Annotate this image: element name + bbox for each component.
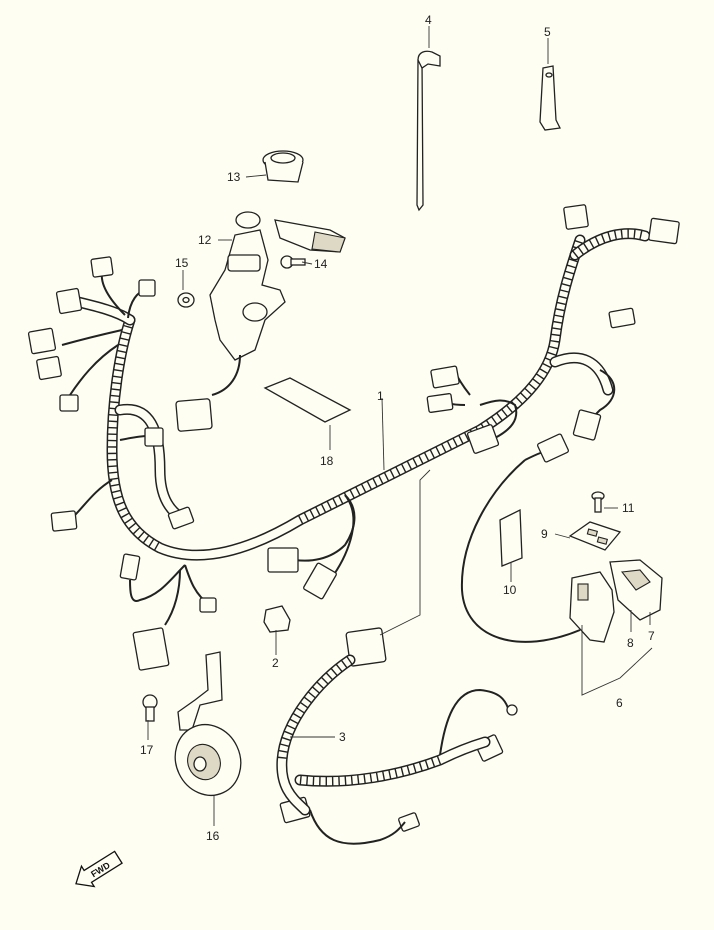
label-11: 11 [622, 501, 635, 515]
relay-assembly[interactable] [569, 559, 663, 643]
clamp-5[interactable] [539, 65, 561, 131]
label-18: 18 [320, 454, 334, 468]
label-6: 6 [616, 696, 623, 710]
ignition-switch[interactable] [209, 211, 346, 396]
cap[interactable] [262, 150, 304, 183]
label-7: 7 [648, 629, 655, 643]
label-9: 9 [541, 527, 548, 541]
pad-10[interactable] [499, 508, 523, 567]
part-labels: 1 2 3 4 5 6 7 8 9 10 11 12 13 14 15 16 1… [140, 13, 655, 843]
bolt-17[interactable] [142, 694, 158, 722]
label-16: 16 [206, 829, 220, 843]
horn[interactable] [164, 651, 252, 806]
leader-lines [147, 26, 653, 826]
label-10: 10 [503, 583, 517, 597]
main-harness[interactable] [61, 228, 651, 643]
sub-harness[interactable] [276, 654, 518, 845]
bracket-9[interactable] [568, 521, 622, 551]
label-1: 1 [377, 389, 384, 403]
label-15: 15 [175, 256, 189, 270]
bolt-14[interactable] [280, 255, 306, 269]
label-12: 12 [198, 233, 212, 247]
label-5: 5 [544, 25, 551, 39]
cable-tie[interactable] [416, 50, 441, 212]
harness-connectors [27, 204, 680, 832]
label-13: 13 [227, 170, 241, 184]
screw-11[interactable] [591, 491, 605, 513]
label-2: 2 [272, 656, 279, 670]
label-8: 8 [627, 636, 634, 650]
label-14: 14 [314, 257, 328, 271]
label-4: 4 [425, 13, 432, 27]
forward-arrow: FWD [75, 850, 123, 888]
washer-15[interactable] [177, 292, 195, 308]
clamp-2[interactable] [263, 605, 291, 633]
label-3: 3 [339, 730, 346, 744]
tape[interactable] [263, 377, 352, 423]
label-17: 17 [140, 743, 154, 757]
